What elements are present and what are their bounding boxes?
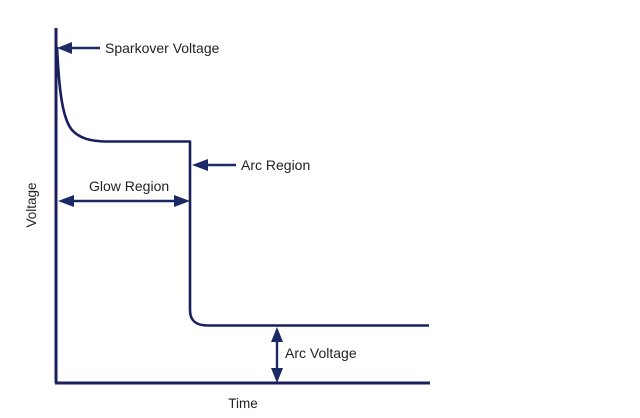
sparkover-voltage-label: Sparkover Voltage	[105, 40, 220, 56]
annotation-glow-region: Glow Region	[58, 178, 190, 207]
glow-region-label: Glow Region	[89, 178, 169, 194]
arc-voltage-label: Arc Voltage	[285, 345, 357, 361]
discharge-curve	[55, 46, 429, 327]
axes-group	[54, 28, 430, 385]
arc-region-arrow-head-icon	[192, 159, 208, 171]
arc-region-label: Arc Region	[241, 157, 310, 173]
annotation-sparkover-voltage: Sparkover Voltage	[57, 40, 220, 56]
arc-voltage-arrow-head-down-icon	[271, 368, 283, 383]
annotation-arc-region: Arc Region	[192, 157, 310, 173]
x-axis-title: Time	[228, 396, 258, 411]
arc-voltage-arrow-head-up-icon	[271, 327, 283, 342]
glow-region-arrow-head-left-icon	[58, 195, 74, 207]
glow-region-arrow-head-right-icon	[174, 195, 190, 207]
annotation-arc-voltage: Arc Voltage	[271, 327, 357, 383]
sparkover-arrow-head-icon	[57, 42, 72, 54]
y-axis-title: Voltage	[24, 182, 39, 227]
curve-group	[55, 46, 429, 327]
